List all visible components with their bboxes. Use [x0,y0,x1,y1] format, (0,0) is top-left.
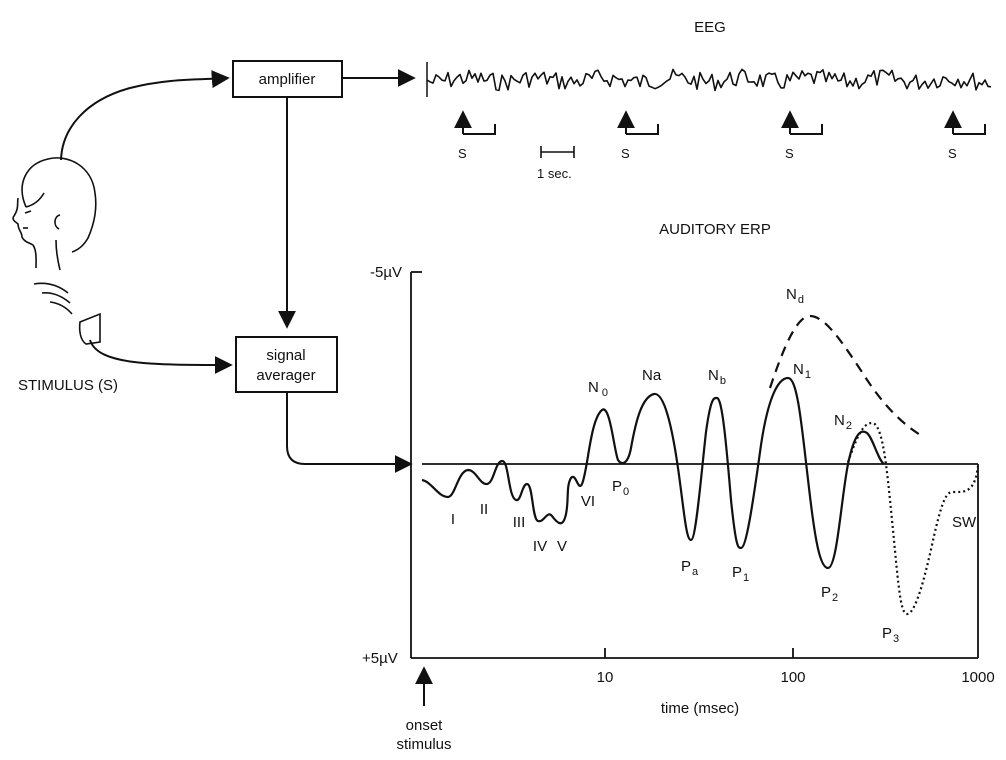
subject-head-icon [12,157,97,271]
peak-label-P1: P1 [732,564,749,584]
peak-label-Pa: Pa [681,558,699,578]
peak-label-P3: P3 [882,625,899,645]
stimulus-to-averager-wire [89,339,233,374]
peak-label-SW: SW [952,514,977,531]
y-axis-bottom-label: +5µV [362,650,398,667]
nd-component-dashed [768,314,923,437]
signal-averager-label-line1: signal [266,347,305,364]
stimulus-marker-label: S [785,146,794,161]
amplifier-block: amplifier [232,60,343,98]
eeg-stimulus-marker-3: S [781,110,823,161]
eeg-stimulus-marker-1: S [454,110,496,161]
y-axis-top-label: -5µV [370,264,402,281]
peak-label-P0: P0 [612,478,629,498]
stimulus-marker-label: S [948,146,957,161]
time-scale-label: 1 sec. [537,166,572,181]
onset-label-line1: onset [406,717,444,734]
eeg-stimulus-marker-2: S [617,110,659,161]
head-to-amplifier-wire [60,70,230,161]
peak-label-V: V [557,538,567,555]
amplifier-label: amplifier [259,71,316,88]
stimulus-label: STIMULUS (S) [18,377,118,394]
erp-waveform [421,376,885,570]
x-axis-title: time (msec) [661,700,739,717]
stimulus-marker-label: S [621,146,630,161]
eeg-stimulus-marker-4: S [944,110,986,161]
x-tick-label-100: 100 [780,669,805,686]
x-tick-label-1000: 1000 [961,669,994,686]
x-tick-label-10: 10 [597,669,614,686]
eeg-title: EEG [694,19,726,36]
onset-label-line2: stimulus [396,736,451,753]
peak-label-I: I [451,511,455,528]
peak-label-Nb: Nb [708,367,726,387]
erp-title: AUDITORY ERP [659,221,771,238]
peak-label-P2: P2 [821,584,838,604]
peak-label-IV: IV [533,538,547,555]
n2-p3-sw-dotted [846,421,980,616]
peak-label-N2: N2 [834,412,852,432]
peak-label-III: III [513,514,526,531]
peak-label-Nd: Nd [786,286,804,306]
signal-averager-label-line2: averager [256,367,315,384]
speaker-icon [33,282,101,345]
peak-label-VI: VI [581,493,595,510]
signal-averager-block: signal averager [235,336,338,393]
peak-label-N1: N1 [793,361,811,381]
erp-axes [410,271,979,659]
eeg-trace [426,68,992,92]
stimulus-marker-label: S [458,146,467,161]
peak-label-Na: Na [642,367,662,384]
peak-label-II: II [480,501,488,518]
averager-to-erp-arrow [286,392,413,473]
time-scale-bar: 1 sec. [537,146,575,181]
